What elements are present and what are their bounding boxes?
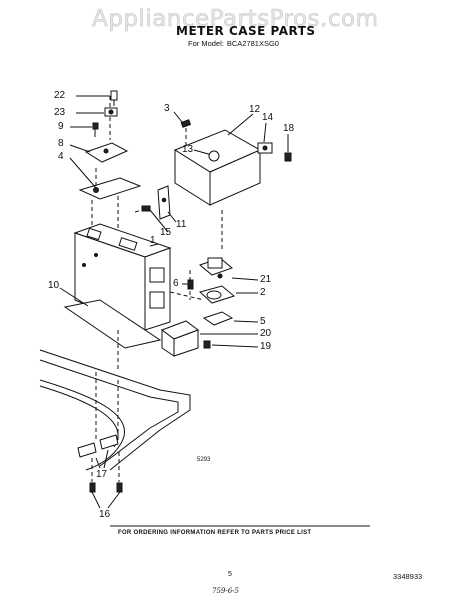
- callout-21: 21: [260, 274, 272, 285]
- part-16-screws: [89, 452, 123, 509]
- part-22-screw: [76, 90, 118, 106]
- part-20-bin: [160, 320, 258, 357]
- cabinet-top-outline: [39, 349, 191, 471]
- model-prefix: For Model:: [188, 39, 224, 48]
- part-17-clips: [77, 434, 119, 469]
- callout-9: 9: [58, 121, 64, 132]
- callout-6: 6: [173, 278, 179, 289]
- watermark: AppliancePartsPros.com: [92, 6, 379, 33]
- callout-10: 10: [48, 280, 60, 291]
- callout-2: 2: [260, 287, 266, 298]
- callout-1: 1: [150, 235, 156, 246]
- callout-12: 12: [249, 104, 261, 115]
- part-6-screw: [182, 270, 194, 300]
- part-18-screw: [284, 134, 292, 162]
- callout-17: 17: [96, 469, 108, 480]
- part-15-screw: [134, 205, 169, 233]
- page-number: 5: [228, 571, 232, 578]
- part-9-screw: [70, 122, 99, 137]
- model-line: For Model:BCA2781XSG0: [188, 39, 282, 48]
- part-2-housing: [198, 285, 258, 304]
- callout-11: 11: [176, 219, 187, 230]
- diagram-title: METER CASE PARTS: [176, 24, 316, 38]
- part-11-bracket: [157, 185, 177, 223]
- figure-code: 5293: [197, 457, 211, 463]
- callout-5: 5: [260, 316, 266, 327]
- callout-8: 8: [58, 138, 64, 149]
- part-23-connector: [76, 107, 118, 117]
- document-number: 3348933: [393, 572, 423, 581]
- part-5-button: [202, 311, 259, 326]
- callout-20: 20: [260, 328, 272, 339]
- handwritten-note: 759-6-5: [212, 587, 239, 595]
- callout-15: 15: [160, 227, 172, 238]
- callout-23: 23: [54, 107, 66, 118]
- callout-18: 18: [283, 123, 295, 134]
- ordering-info-note: FOR ORDERING INFORMATION REFER TO PARTS …: [118, 530, 312, 536]
- callout-19: 19: [260, 341, 272, 352]
- part-14-clip: [257, 122, 273, 154]
- callout-16: 16: [99, 509, 111, 520]
- part-21-switch: [199, 257, 259, 281]
- callout-13: 13: [182, 144, 194, 155]
- callout-14: 14: [262, 112, 274, 123]
- callout-4: 4: [58, 151, 64, 162]
- part-10-bottom-plate: [59, 287, 162, 372]
- model-number: BCA2781XSG0: [226, 39, 279, 48]
- part-12-meter-box: [173, 113, 262, 250]
- part-8-plate: [69, 142, 129, 163]
- part-1-meter-case: [73, 223, 172, 331]
- callout-22: 22: [54, 90, 66, 101]
- callout-3: 3: [164, 103, 170, 114]
- part-19-screw: [203, 340, 259, 349]
- part-4-bracket: [69, 157, 142, 200]
